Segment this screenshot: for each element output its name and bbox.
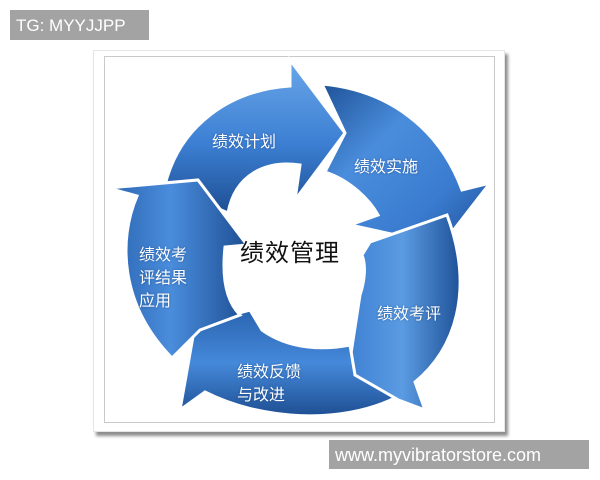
arrow-appraise — [343, 213, 462, 413]
step-label-plan: 绩效计划 — [212, 132, 277, 151]
arrow-feedback — [177, 308, 399, 418]
watermark-bottom: www.myvibratorstore.com — [329, 440, 589, 469]
step-label-appraise: 绩效考评 — [377, 304, 442, 323]
watermark-top: TG: MYYJJPP — [10, 10, 149, 40]
arrow-apply — [107, 178, 250, 361]
step-label-feedback: 绩效反馈 与改进 — [237, 362, 302, 404]
arrow-plan — [163, 55, 347, 216]
watermark-bottom-text: www.myvibratorstore.com — [335, 444, 542, 465]
watermark-top-text: TG: MYYJJPP — [16, 15, 126, 35]
step-label-apply: 绩效考 评结果 应用 — [139, 245, 188, 310]
center-title: 绩效管理 — [240, 239, 340, 267]
step-label-implement: 绩效实施 — [354, 157, 419, 176]
arrow-implement — [319, 82, 494, 247]
